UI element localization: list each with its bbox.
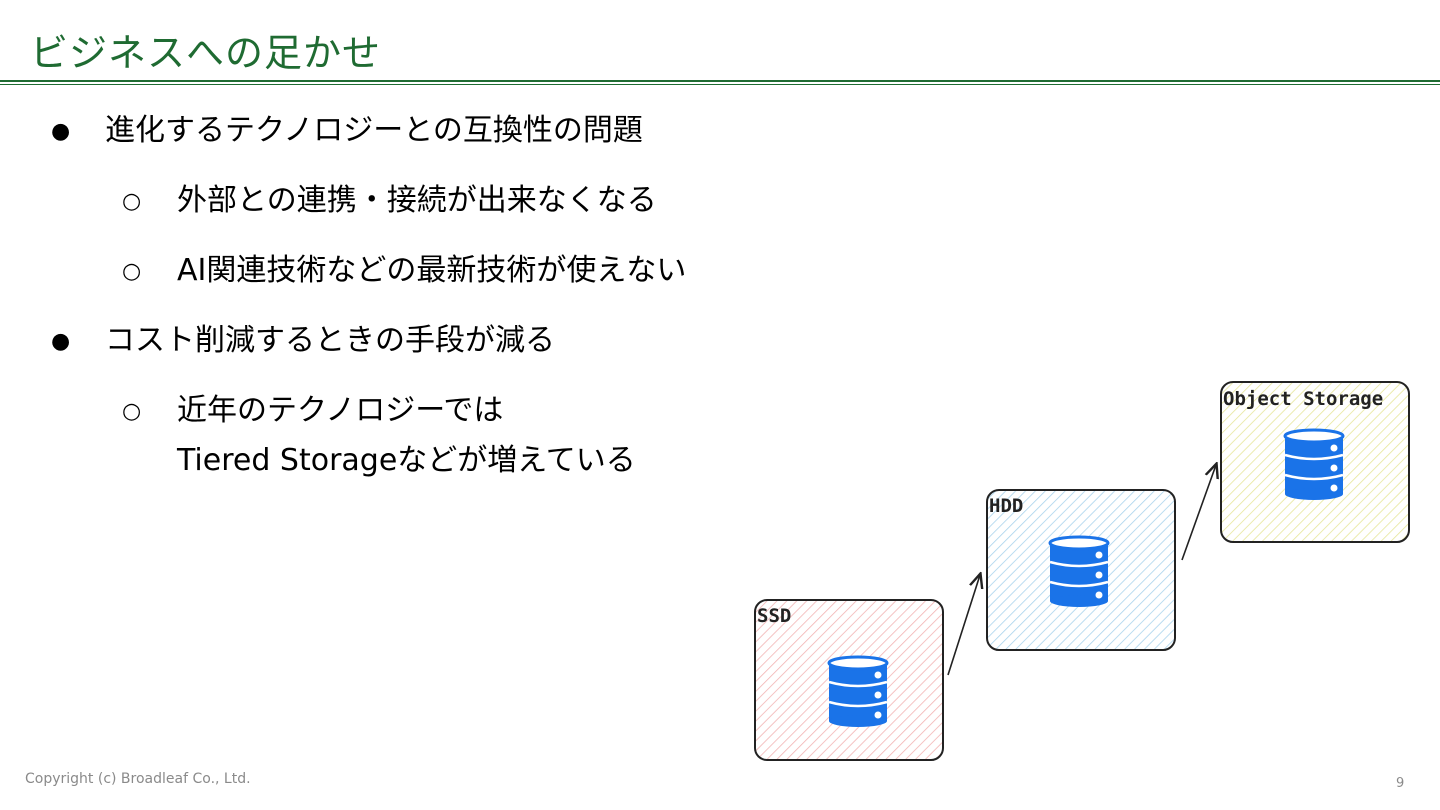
copyright-footer: Copyright (c) Broadleaf Co., Ltd.	[25, 771, 251, 787]
sub-bullet-marker: ○	[122, 399, 142, 424]
bullet-item: ● コスト削減するときの手段が減る	[51, 316, 555, 366]
sub-bullet-item: ○ 近年のテクノロジーでは Tiered Storageなどが増えている	[122, 386, 636, 486]
sub-bullet-item: ○ AI関連技術などの最新技術が使えない	[122, 246, 687, 296]
arrow-ssd-to-hdd	[947, 575, 980, 676]
tier-box-object-storage: Object Storage	[1220, 381, 1410, 543]
database-icon	[1048, 535, 1110, 609]
tier-box-ssd: SSD	[754, 599, 944, 761]
arrow-hdd-to-object-storage	[1181, 465, 1216, 561]
page-number: 9	[1396, 776, 1405, 791]
bullet-text: 進化するテクノロジーとの互換性の問題	[105, 113, 643, 148]
sub-bullet-item: ○ 外部との連携・接続が出来なくなる	[122, 176, 657, 226]
sub-bullet-text: AI関連技術などの最新技術が使えない	[177, 253, 687, 288]
database-icon	[827, 655, 889, 729]
storage-tier-diagram: SSD HDD Object Storage	[754, 381, 1410, 761]
tier-label-hdd: HDD	[989, 495, 1023, 517]
bullet-marker: ●	[51, 119, 71, 144]
sub-bullet-text: 外部との連携・接続が出来なくなる	[177, 183, 657, 218]
slide-title: ビジネスへの足かせ	[30, 31, 382, 75]
title-underline	[0, 80, 1440, 86]
bullet-text: コスト削減するときの手段が減る	[105, 323, 555, 358]
bullet-item: ● 進化するテクノロジーとの互換性の問題	[51, 106, 643, 156]
sub-bullet-text: 近年のテクノロジーでは	[177, 393, 504, 428]
bullet-marker: ●	[51, 329, 71, 354]
tier-label-object-storage: Object Storage	[1223, 388, 1383, 410]
database-icon	[1283, 428, 1345, 502]
tier-label-ssd: SSD	[757, 605, 791, 627]
sub-bullet-marker: ○	[122, 189, 142, 214]
tier-box-hdd: HDD	[986, 489, 1176, 651]
sub-bullet-text-line2: Tiered Storageなどが増えている	[177, 443, 636, 478]
sub-bullet-marker: ○	[122, 259, 142, 284]
